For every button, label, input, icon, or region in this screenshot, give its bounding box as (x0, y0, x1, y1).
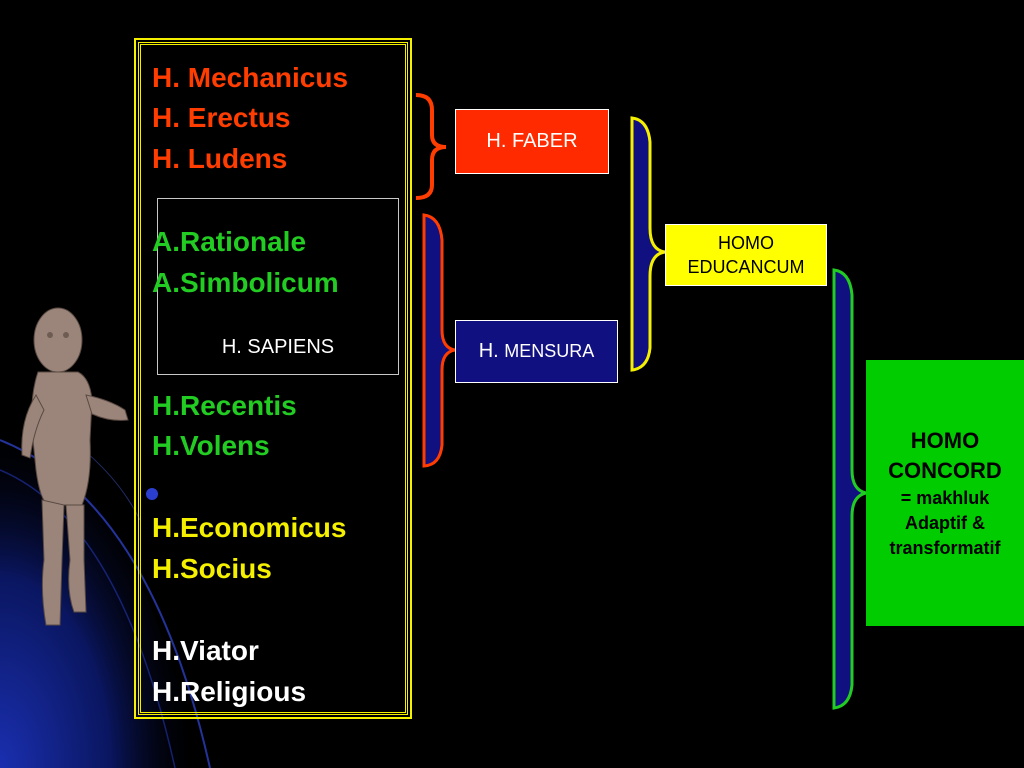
list-item-simbolicum: A.Simbolicum (152, 267, 339, 298)
concord-line5: transformatif (889, 537, 1001, 558)
list-item-socius: H.Socius (152, 553, 272, 584)
mensura-label: H. MENSURA (479, 340, 595, 363)
concord-line3: = makhluk (900, 487, 990, 508)
educancum-line1: HOMO (718, 233, 774, 253)
list-item-mechanicus: H. Mechanicus (152, 62, 349, 93)
mensura-brace (422, 213, 456, 468)
list-item-volens: H.Volens (152, 430, 270, 461)
mensura-box: H. MENSURA (455, 320, 618, 383)
concord-box: HOMO CONCORD = makhluk Adaptif & transfo… (866, 360, 1024, 626)
list-item-erectus: H. Erectus (152, 102, 291, 133)
educancum-line2: EDUCANCUM (687, 257, 805, 277)
mensura-rest: MENSURA (504, 341, 595, 361)
list-item-recentis: H.Recentis (152, 390, 297, 421)
list-item-viator: H.Viator (152, 635, 259, 666)
faber-box: H. FABER (455, 109, 609, 174)
concord-line1: HOMO (910, 427, 980, 453)
concord-line4: Adaptif & (905, 512, 985, 533)
sapiens-label: H. SAPIENS (221, 336, 335, 358)
faber-label: H. FABER (486, 130, 578, 152)
list-item-religious: H.Religious (152, 676, 307, 707)
list-item-ludens: H. Ludens (152, 143, 288, 174)
list-item-economicus: H.Economicus (152, 512, 347, 543)
faber-brace (415, 93, 447, 200)
concord-line2: CONCORD (888, 457, 1002, 483)
sapiens-group-box (157, 198, 399, 375)
terms-list-box (134, 38, 412, 719)
educancum-brace (630, 116, 666, 372)
concord-brace (832, 268, 867, 710)
educancum-box: HOMO EDUCANCUM (665, 224, 827, 286)
mensura-prefix: H. (478, 340, 499, 362)
list-item-rationale: A.Rationale (152, 226, 307, 257)
